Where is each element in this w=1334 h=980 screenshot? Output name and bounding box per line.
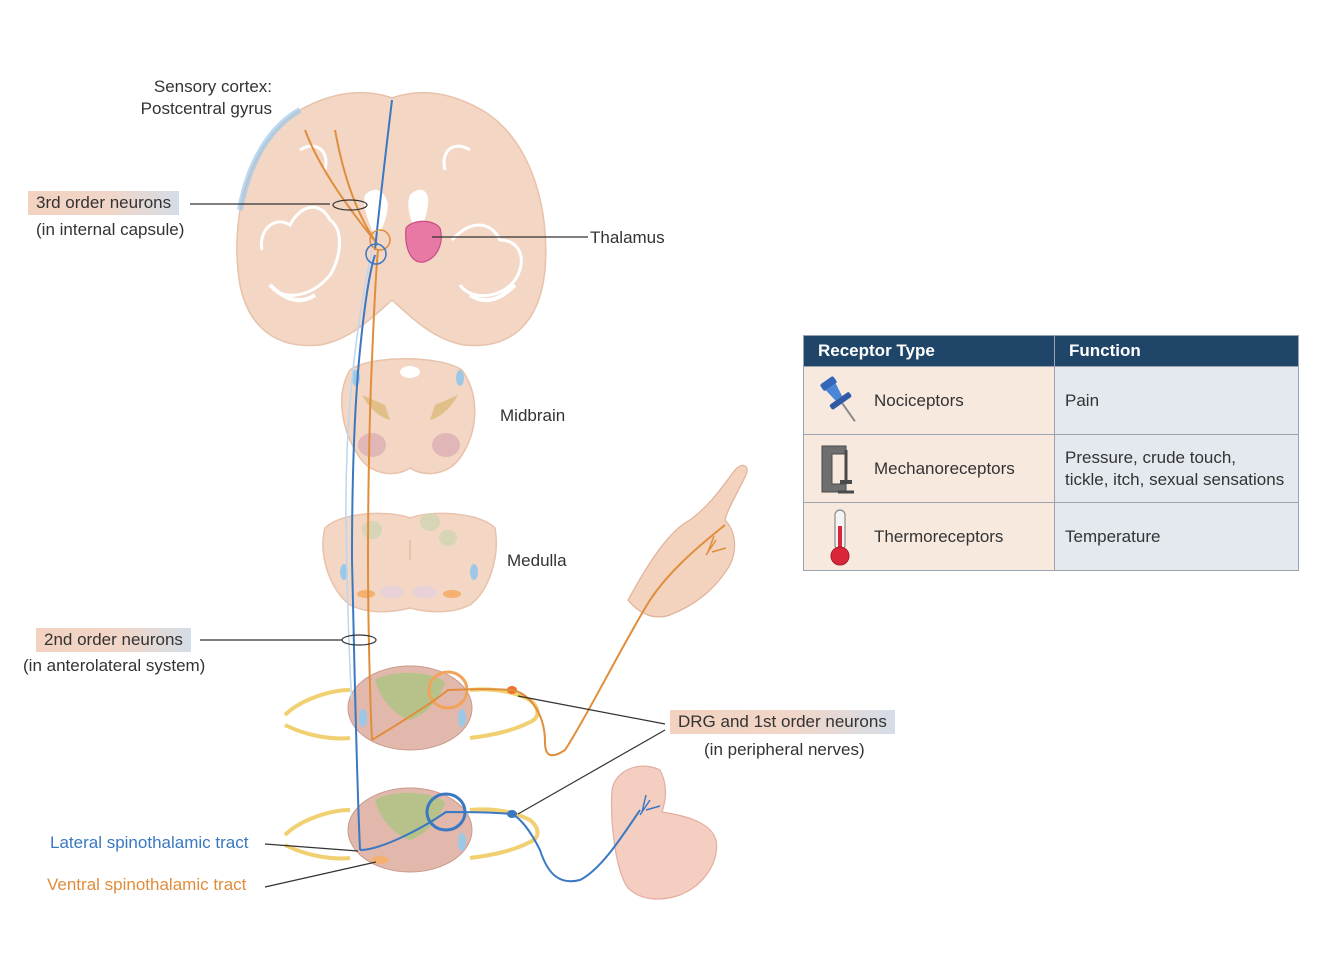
spinal-cord-upper <box>283 665 540 751</box>
ventral-tract-thin-branch <box>345 249 373 701</box>
hand-illustration <box>627 464 748 618</box>
midbrain-label: Midbrain <box>500 406 566 425</box>
lateral-spinothalamic-pathway <box>350 99 641 883</box>
spinal-cord-lower <box>283 787 540 873</box>
receptor-type-name: Mechanoreceptors <box>874 458 1015 478</box>
foot-receptor-ending <box>639 794 661 816</box>
receptor-type-name: Nociceptors <box>874 390 964 410</box>
receptor-table: Receptor Type Function Nociceptors <box>803 335 1299 571</box>
thermometer-icon <box>830 508 850 565</box>
brain-coronal-section <box>236 91 547 347</box>
midbrain-section <box>340 358 476 475</box>
sensory-cortex-label: Sensory cortex: <box>153 77 272 96</box>
medulla-section <box>322 512 497 613</box>
pushpin-icon <box>820 376 856 422</box>
table-row: Thermoreceptors Temperature <box>803 502 1299 571</box>
table-header-function: Function <box>1054 335 1299 367</box>
second-order-neurons-label: 2nd order neurons <box>36 628 191 652</box>
foot-illustration <box>611 765 718 900</box>
leader-lines <box>190 199 666 888</box>
ventral-spinothalamic-tract-label: Ventral spinothalamic tract <box>47 875 247 894</box>
postcentral-gyrus-label: Postcentral gyrus <box>140 99 272 118</box>
drg-first-order-neurons-sublabel: (in peripheral nerves) <box>704 740 865 759</box>
receptor-function: Temperature <box>1065 526 1161 546</box>
third-order-neurons-label: 3rd order neurons <box>28 191 180 215</box>
thalamic-relay-orange <box>369 229 391 251</box>
receptor-type-name: Thermoreceptors <box>874 526 1004 546</box>
hand-receptor-ending <box>705 535 727 556</box>
medulla-label: Medulla <box>507 551 567 570</box>
receptor-function-line: tickle, itch, sexual sensations <box>1065 469 1285 489</box>
receptor-function: Pain <box>1065 390 1100 410</box>
lateral-spinothalamic-tract-label: Lateral spinothalamic tract <box>50 833 249 852</box>
table-header-row: Receptor Type Function <box>803 335 1299 367</box>
drg-first-order-neurons-label: DRG and 1st order neurons <box>670 710 895 734</box>
table-row: Mechanoreceptors Pressure, crude touch, … <box>803 434 1299 503</box>
clamp-icon <box>821 445 854 493</box>
table-header-receptor-type: Receptor Type <box>803 335 1055 367</box>
second-order-neurons-sublabel: (in anterolateral system) <box>23 656 206 675</box>
thalamus-region <box>405 220 442 263</box>
thalamic-relay-blue <box>365 243 387 265</box>
ventral-spinothalamic-pathway <box>304 129 726 757</box>
receptor-function-line: Pressure, crude touch, <box>1065 447 1237 467</box>
thalamus-label: Thalamus <box>590 228 665 247</box>
third-order-neurons-sublabel: (in internal capsule) <box>36 220 185 239</box>
table-row: Nociceptors Pain <box>803 366 1299 435</box>
